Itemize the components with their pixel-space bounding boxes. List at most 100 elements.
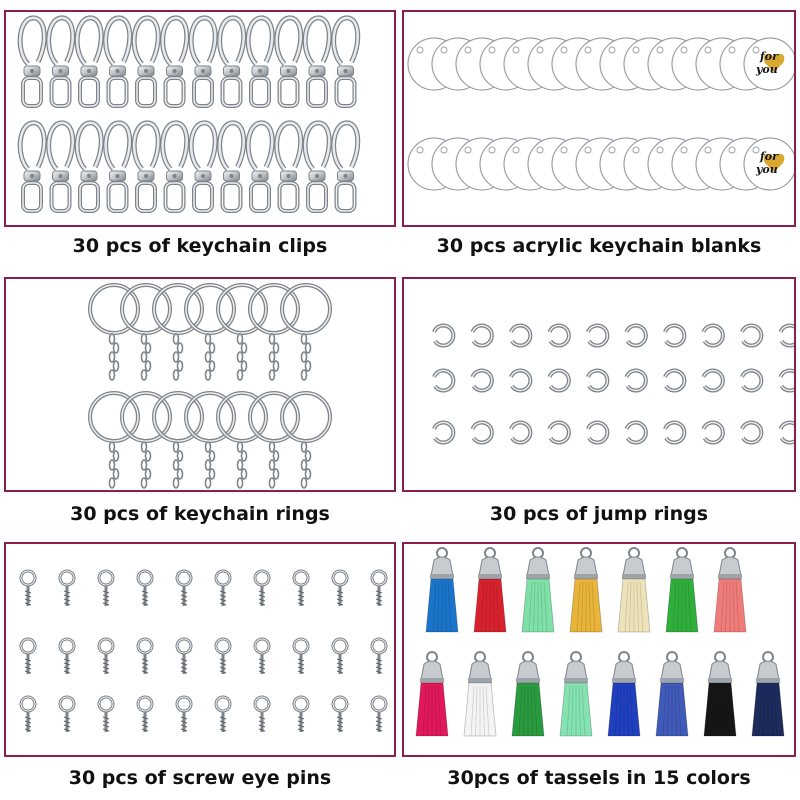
jump-ring-icon (586, 420, 610, 445)
screw-eye-pin-icon (175, 637, 193, 674)
lobster-clip-icon (331, 120, 361, 213)
screw-eye-pin-icon (331, 695, 349, 732)
lobster-clip-icon (302, 15, 332, 108)
lobster-clip-icon (74, 120, 104, 213)
tassel-icon (703, 651, 737, 737)
jump-ring-icon (701, 368, 725, 393)
screw-eye-pin-icon (19, 637, 37, 674)
lobster-clip-icon (274, 120, 304, 213)
jump-ring-icon (663, 420, 687, 445)
tassel-icon (511, 651, 545, 737)
lobster-clip-icon (331, 15, 361, 108)
lobster-clip-icon (245, 120, 275, 213)
jump-ring-icon (509, 420, 533, 445)
screw-eye-pin-icon (331, 569, 349, 606)
lobster-clip-icon (17, 120, 47, 213)
lobster-clip-icon (46, 120, 76, 213)
lobster-clip-icon (74, 15, 104, 108)
keychain-rings-panel (4, 277, 396, 492)
jump-ring-icon (547, 420, 571, 445)
split-ring-chain-icon (152, 283, 204, 381)
split-ring-chain-icon (184, 283, 236, 381)
lobster-clip-icon (302, 120, 332, 213)
acrylic-blanks-caption: 30 pcs acrylic keychain blanks (436, 235, 762, 257)
screw-eye-pin-icon (292, 695, 310, 732)
lobster-clip-icon (103, 120, 133, 213)
screw-eye-pins-image (19, 569, 388, 732)
screw-eye-pin-icon (58, 695, 76, 732)
screw-eye-pin-icon (370, 569, 388, 606)
jump-ring-icon (547, 323, 571, 348)
screw-eye-pins-panel (4, 542, 396, 757)
jump-ring-icon (663, 323, 687, 348)
jump-ring-icon (624, 368, 648, 393)
screw-eye-pin-icon (97, 637, 115, 674)
screw-eye-pins-caption: 30 pcs of screw eye pins (68, 767, 332, 789)
jump-ring-icon (509, 323, 533, 348)
jump-ring-icon (470, 323, 494, 348)
screw-eye-pin-icon (370, 695, 388, 732)
jump-ring-icon (624, 323, 648, 348)
split-ring-chain-icon (88, 391, 140, 489)
tassel-icon (665, 547, 699, 633)
jump-ring-icon (586, 368, 610, 393)
split-ring-chain-icon (280, 283, 332, 381)
screw-eye-pin-icon (253, 637, 271, 674)
jump-ring-icon (470, 368, 494, 393)
jump-rings-panel (402, 277, 796, 492)
lobster-clip-icon (217, 120, 247, 213)
jump-ring-icon (586, 323, 610, 348)
lobster-clip-icon (274, 15, 304, 108)
jump-ring-icon (432, 368, 456, 393)
jump-ring-icon (778, 323, 794, 348)
tassel-icon (713, 547, 747, 633)
screw-eye-pin-icon (292, 569, 310, 606)
screw-eye-pin-icon (292, 637, 310, 674)
jump-ring-icon (701, 420, 725, 445)
tassel-icon (425, 547, 459, 633)
keychain-clips-image (17, 15, 361, 213)
tassel-icon (617, 547, 651, 633)
jump-ring-icon (740, 368, 764, 393)
jump-ring-icon (624, 420, 648, 445)
tassel-icon (463, 651, 497, 737)
screw-eye-pin-icon (58, 637, 76, 674)
lobster-clip-icon (103, 15, 133, 108)
screw-eye-pin-icon (58, 569, 76, 606)
keychain-clips-caption: 30 pcs of keychain clips (72, 235, 328, 257)
tassels-caption: 30pcs of tassels in 15 colors (447, 767, 751, 789)
jump-ring-icon (470, 420, 494, 445)
tassels-panel (402, 542, 796, 757)
screw-eye-pin-icon (136, 637, 154, 674)
lobster-clip-icon (188, 120, 218, 213)
tassel-icon (415, 651, 449, 737)
jump-ring-icon (432, 323, 456, 348)
screw-eye-pin-icon (214, 695, 232, 732)
tassel-icon (559, 651, 593, 737)
split-ring-chain-icon (120, 283, 172, 381)
split-ring-chain-icon (280, 391, 332, 489)
tassel-icon (569, 547, 603, 633)
lobster-clip-icon (188, 15, 218, 108)
jump-ring-icon (663, 368, 687, 393)
split-ring-chain-icon (216, 391, 268, 489)
screw-eye-pin-icon (214, 569, 232, 606)
lobster-clip-icon (217, 15, 247, 108)
screw-eye-pin-icon (19, 695, 37, 732)
split-ring-chain-icon (152, 391, 204, 489)
screw-eye-pin-icon (331, 637, 349, 674)
split-ring-chain-icon (184, 391, 236, 489)
tassel-icon (751, 651, 785, 737)
jump-rings-caption: 30 pcs of jump rings (489, 503, 709, 525)
tassel-icon (607, 651, 641, 737)
jump-ring-icon (547, 368, 571, 393)
keychain-clips-panel (4, 10, 396, 227)
keychain-rings-image (88, 283, 332, 489)
jump-ring-icon (740, 323, 764, 348)
tassel-icon (655, 651, 689, 737)
